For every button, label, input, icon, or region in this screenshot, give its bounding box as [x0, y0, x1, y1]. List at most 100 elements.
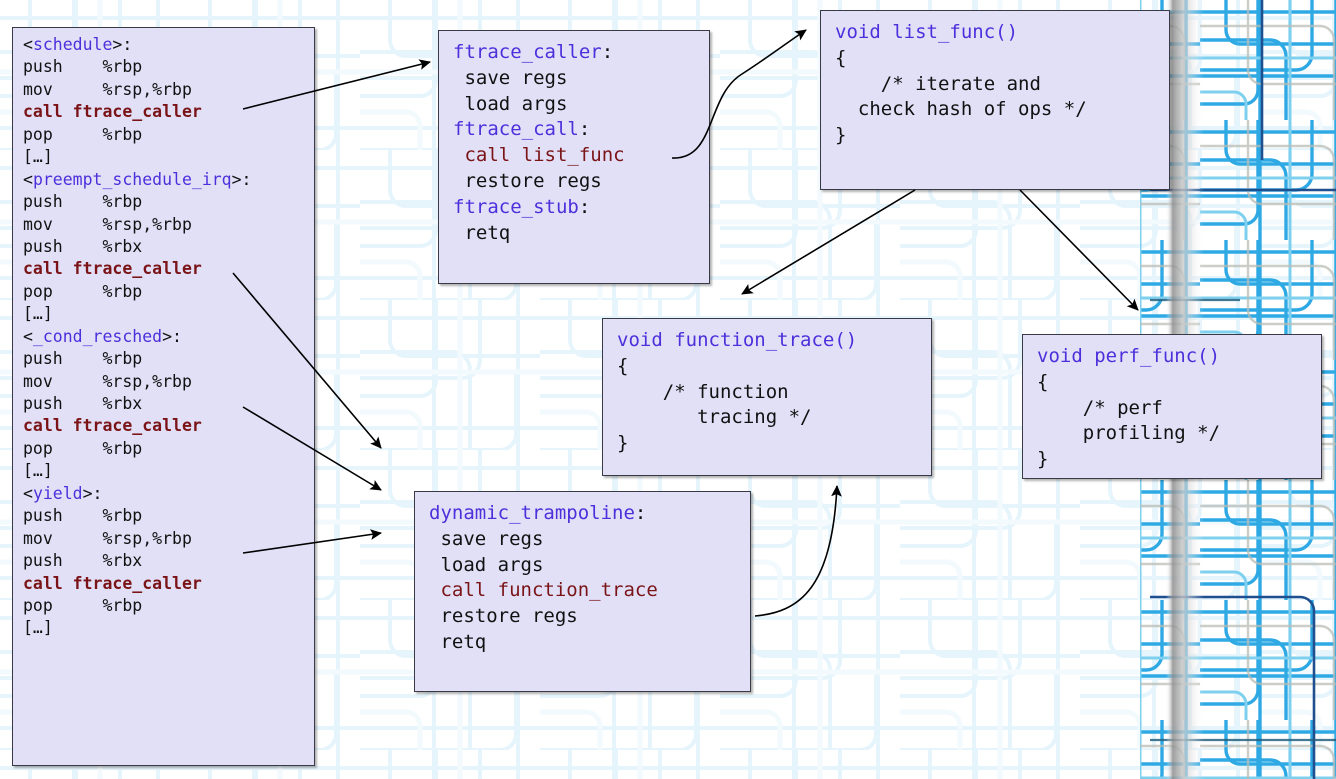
code-token: pop %rbp	[23, 124, 143, 144]
code-line: […]	[23, 146, 314, 168]
code-line: pop %rbp	[23, 124, 314, 146]
code-line: push %rbp	[23, 348, 314, 370]
code-token: push %rbp	[23, 349, 143, 369]
code-line: ftrace_caller:	[453, 40, 709, 66]
code-line: void list_func()	[835, 20, 1169, 46]
code-token: call ftrace_caller	[23, 416, 202, 436]
code-line: }	[617, 431, 931, 457]
code-token: mov %rsp,%rbp	[23, 214, 192, 234]
code-line: {	[1037, 370, 1321, 396]
code-line: /* iterate and	[835, 72, 1169, 98]
perf-func-callback-box: void perf_func() { /* perf profiling */}	[1022, 334, 1322, 479]
code-line: restore regs	[429, 604, 750, 630]
code-token: :	[578, 118, 591, 141]
code-token: pop %rbp	[23, 438, 143, 458]
code-line: call ftrace_caller	[23, 415, 314, 437]
code-token: mov %rsp,%rbp	[23, 79, 192, 99]
code-token: save regs	[429, 527, 544, 550]
code-line: mov %rsp,%rbp	[23, 528, 314, 550]
code-token: […]	[23, 304, 53, 324]
list-func-dispatcher-box: void list_func() { /* iterate and check h…	[820, 10, 1170, 190]
code-token: ftrace_caller	[453, 41, 602, 63]
code-line: {	[617, 354, 931, 380]
code-token: /* perf	[1037, 396, 1163, 419]
code-token: push %rbp	[23, 57, 143, 77]
code-token: […]	[23, 147, 53, 167]
code-token: save regs	[453, 66, 568, 89]
code-line: push %rbx	[23, 236, 314, 258]
code-token: void list_func()	[835, 21, 1019, 43]
code-token: pop %rbp	[23, 281, 143, 301]
code-line: <_cond_resched>:	[23, 326, 314, 348]
dynamic-trampoline-box: dynamic_trampoline: save regs load args …	[414, 491, 751, 692]
code-line: push %rbx	[23, 393, 314, 415]
code-token: }	[1037, 448, 1049, 471]
code-token: retq	[429, 631, 487, 654]
code-token: mov %rsp,%rbp	[23, 528, 192, 548]
function-trace-callback-box: void function_trace(){ /* function traci…	[602, 318, 932, 476]
code-token: }	[835, 124, 847, 147]
code-line: retq	[453, 221, 709, 247]
code-line: }	[1037, 447, 1321, 473]
code-line: restore regs	[453, 169, 709, 195]
code-line: load args	[429, 553, 750, 579]
code-line: push %rbp	[23, 56, 314, 78]
code-line: call ftrace_caller	[23, 258, 314, 280]
code-token: <	[23, 326, 33, 346]
code-token: void perf_func()	[1037, 345, 1221, 367]
code-line: save regs	[453, 66, 709, 92]
code-line: void function_trace()	[617, 328, 931, 354]
code-line: mov %rsp,%rbp	[23, 214, 314, 236]
code-token: ftrace_stub	[453, 195, 579, 218]
code-token: schedule	[32, 35, 113, 54]
code-line: load args	[453, 92, 709, 118]
code-token: {	[1037, 370, 1049, 393]
code-token: /* iterate and	[835, 72, 1041, 95]
code-token: […]	[23, 618, 53, 638]
code-token: load args	[429, 553, 544, 576]
code-line: push %rbp	[23, 505, 314, 527]
code-token: dynamic_trampoline	[429, 502, 635, 524]
code-line: void perf_func()	[1037, 344, 1321, 370]
code-line: {	[835, 46, 1169, 72]
code-token: >:	[162, 326, 182, 346]
code-line: ftrace_stub:	[453, 195, 709, 221]
code-token: retq	[453, 221, 511, 244]
code-line: […]	[23, 303, 314, 325]
code-line: call ftrace_caller	[23, 573, 314, 595]
code-token: preempt_schedule_irq	[32, 169, 232, 189]
code-token: >:	[231, 169, 252, 189]
code-token: ftrace_call	[453, 118, 579, 141]
code-token: {	[835, 46, 847, 69]
code-line: pop %rbp	[23, 438, 314, 460]
code-token: <	[23, 169, 33, 189]
code-token: pop %rbp	[23, 595, 143, 615]
code-token: _cond_resched	[32, 326, 163, 346]
code-line: profiling */	[1037, 421, 1321, 447]
code-line: }	[835, 123, 1169, 149]
code-line: check hash of ops */	[835, 97, 1169, 123]
code-line: push %rbp	[23, 191, 314, 213]
code-line: […]	[23, 460, 314, 482]
code-token: push %rbx	[23, 236, 143, 256]
code-token: push %rbp	[23, 192, 143, 212]
code-token: >:	[82, 483, 103, 503]
code-line: call ftrace_caller	[23, 101, 314, 123]
code-line: pop %rbp	[23, 281, 314, 303]
code-token: :	[578, 195, 591, 218]
code-line: <preempt_schedule_irq>:	[23, 169, 314, 191]
code-token: call ftrace_caller	[23, 102, 202, 122]
code-line: <yield>:	[23, 483, 314, 505]
code-line: /* function	[617, 380, 931, 406]
code-line: mov %rsp,%rbp	[23, 79, 314, 101]
code-token: yield	[32, 483, 83, 503]
code-token: profiling */	[1037, 422, 1221, 445]
code-token: :	[601, 41, 614, 63]
code-token: […]	[23, 461, 53, 481]
code-token: /* function	[617, 380, 789, 403]
code-token: <	[23, 483, 33, 503]
code-token: }	[617, 432, 629, 455]
code-line: mov %rsp,%rbp	[23, 371, 314, 393]
